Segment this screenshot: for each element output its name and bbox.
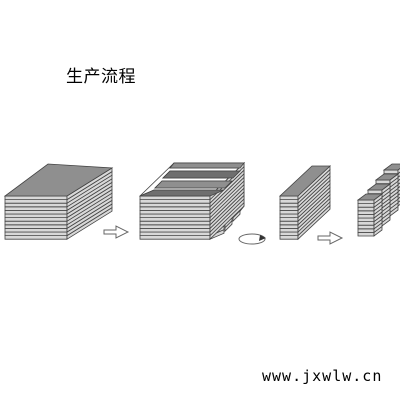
sheet-layer-front (4, 217, 68, 222)
segment-layer-front (383, 169, 399, 175)
slice-layer-front (139, 199, 211, 204)
slice-layer-front (139, 206, 211, 211)
strip-layer-front (279, 227, 299, 233)
slice-layer-front (139, 231, 211, 237)
step-stacked-sheets (3, 163, 114, 240)
sheet-top (3, 163, 114, 197)
watermark-text: www.jxwlw.cn (262, 367, 383, 385)
strip-layer-front (279, 209, 299, 215)
slice-layer-front (139, 209, 211, 215)
segment-top (366, 183, 392, 191)
strip-layer-front (279, 217, 299, 222)
slice-layer-front (139, 224, 211, 229)
slice-top-overlay (162, 170, 241, 179)
segment-layer-front (357, 217, 375, 223)
sheet-layer-front (4, 227, 68, 233)
slice-layer-front (139, 227, 211, 233)
segment-layer-front (357, 221, 375, 226)
sheet-layer-front (4, 202, 68, 208)
strip-layer-front (279, 206, 299, 211)
segment-layer-front (357, 203, 375, 208)
slice-top-overlay (154, 180, 233, 189)
strip-layer-front (279, 224, 299, 229)
strip-layer-front (279, 202, 299, 208)
segment-layer-front (357, 224, 375, 230)
step-sliced-strip (356, 163, 400, 237)
rotate-2-icon (238, 233, 266, 245)
sheet-layer-front (4, 213, 68, 219)
page-title: 生产流程 (66, 67, 136, 87)
slice-layer-front (139, 213, 211, 219)
slice-layer-front (139, 202, 211, 208)
step-single-strip (278, 165, 332, 241)
slice-layer-front (139, 195, 211, 201)
segment-layer-front (357, 199, 375, 205)
slice-layer-front (139, 235, 211, 240)
step-sliced-stack (139, 161, 245, 241)
strip-layer-front (279, 199, 299, 204)
segment-layer-front (357, 210, 375, 215)
segment-layer-front (357, 206, 375, 212)
sheet-layer-front (4, 195, 68, 201)
arrow-1-icon (103, 225, 130, 239)
sheet-layer-front (4, 235, 68, 240)
strip-top (278, 165, 332, 197)
strip-layer-front (279, 195, 299, 201)
segment-top (374, 173, 400, 181)
slice-layer-front (139, 217, 211, 222)
segment-layer-front (357, 228, 375, 233)
segment-top (356, 193, 384, 201)
sheet-layer-front (4, 199, 68, 204)
strip-layer-front (279, 235, 299, 240)
strip-layer-front (279, 213, 299, 219)
strip-layer-front (279, 220, 299, 226)
strip-layer-front (279, 231, 299, 237)
segment-layer-front (375, 179, 391, 185)
sheet-layer-front (4, 209, 68, 215)
sheet-layer-front (4, 224, 68, 229)
slice-top-overlay (139, 189, 225, 197)
sheet-layer-front (4, 231, 68, 237)
segment-layer-front (357, 213, 375, 219)
segment-layer-front (367, 189, 383, 195)
segment-top (382, 163, 400, 171)
slice-top-overlay (169, 162, 245, 169)
slice-layer-front (139, 220, 211, 226)
sheet-layer-front (4, 206, 68, 211)
segment-layer-front (357, 231, 375, 237)
sheet-layer-front (4, 220, 68, 226)
arrow-3-icon (317, 231, 344, 245)
